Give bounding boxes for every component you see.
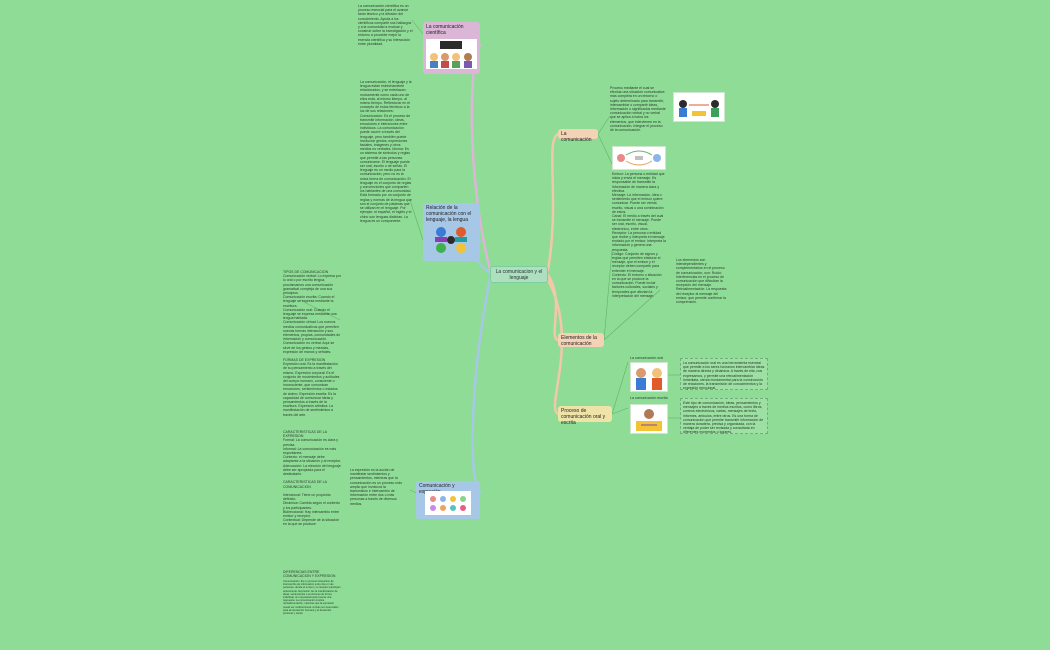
elementos-side-text: Los elementos son interdependientes y co… bbox=[676, 258, 727, 305]
topic-proceso-label: Proceso de comunicación oral y escrita bbox=[561, 408, 606, 426]
diferencias-title: DIFERENCIAS ENTRE COMUNICACION Y EXPRESI… bbox=[283, 570, 336, 579]
expresion-text: La expresión es la acción de manifestar … bbox=[350, 468, 402, 506]
oral-note: La comunicación oral es una herramienta … bbox=[680, 358, 768, 390]
comunicacion-text: Proceso mediante el cual se efectúa una … bbox=[610, 86, 666, 133]
oral-note-text: La comunicación oral es una herramienta … bbox=[683, 361, 765, 391]
oral-icon bbox=[636, 368, 662, 390]
topic-cientifica-label: La comunicación científica bbox=[426, 24, 464, 36]
topic-comunicacion-label: La comunicación bbox=[561, 131, 592, 143]
central-topic[interactable]: La comunicacion y el lenguaje bbox=[490, 266, 548, 283]
oral-label: La comunicación oral bbox=[630, 356, 664, 360]
escrita-icon bbox=[636, 409, 662, 431]
emisor-receptor-illustration bbox=[673, 92, 725, 122]
relacion-text: La comunicación, el lenguaje y la lengua… bbox=[360, 80, 412, 223]
escrita-note: Este tipo de comunicación, ideas, pensam… bbox=[680, 398, 768, 434]
topic-relacion[interactable]: Relación de la comunicación con el lengu… bbox=[423, 203, 480, 261]
people-illustration bbox=[426, 39, 477, 69]
emisor-receptor-icon bbox=[679, 100, 719, 117]
topic-elementos[interactable]: Elementos de la comunicación bbox=[558, 333, 604, 347]
escrita-label: La comunicación escrita bbox=[630, 396, 668, 400]
escrita-note-text: Este tipo de comunicación, ideas, pensam… bbox=[683, 401, 764, 435]
topic-comunicacion[interactable]: La comunicación bbox=[558, 129, 598, 143]
tipos-comunicacion-text: TIPOS DE COMUNICACION Comunicación verba… bbox=[283, 270, 341, 354]
communication-cycle-icon bbox=[617, 150, 661, 166]
speech-illustration bbox=[425, 491, 471, 515]
caracteristicas-text: CARACTERISTICAS DE LA EXPRESION Formal: … bbox=[283, 430, 341, 527]
topic-expresion[interactable]: Comunicación y expresión bbox=[416, 481, 480, 519]
diferencias-text: Comunicación: Es un proceso interactivo … bbox=[283, 580, 341, 616]
elementos-text: Emisor: La persona o entidad que inicia … bbox=[612, 172, 666, 298]
cientifica-text: La comunicación científica es un proceso… bbox=[358, 4, 413, 46]
people-icons-illustration bbox=[431, 223, 471, 257]
topic-proceso[interactable]: Proceso de comunicación oral y escrita bbox=[558, 406, 612, 426]
topic-elementos-label: Elementos de la comunicación bbox=[561, 335, 597, 347]
escrita-illustration bbox=[630, 404, 668, 434]
formas-expresion-text: FORMAS DE EXPRESION Expresión oral: Es l… bbox=[283, 358, 340, 417]
topic-relacion-label: Relación de la comunicación con el lengu… bbox=[426, 205, 472, 223]
topic-cientifica[interactable]: La comunicación científica bbox=[423, 22, 480, 74]
oral-illustration bbox=[630, 362, 668, 392]
central-topic-label: La comunicacion y el lenguaje bbox=[495, 269, 543, 281]
communication-cycle-illustration bbox=[612, 146, 666, 170]
